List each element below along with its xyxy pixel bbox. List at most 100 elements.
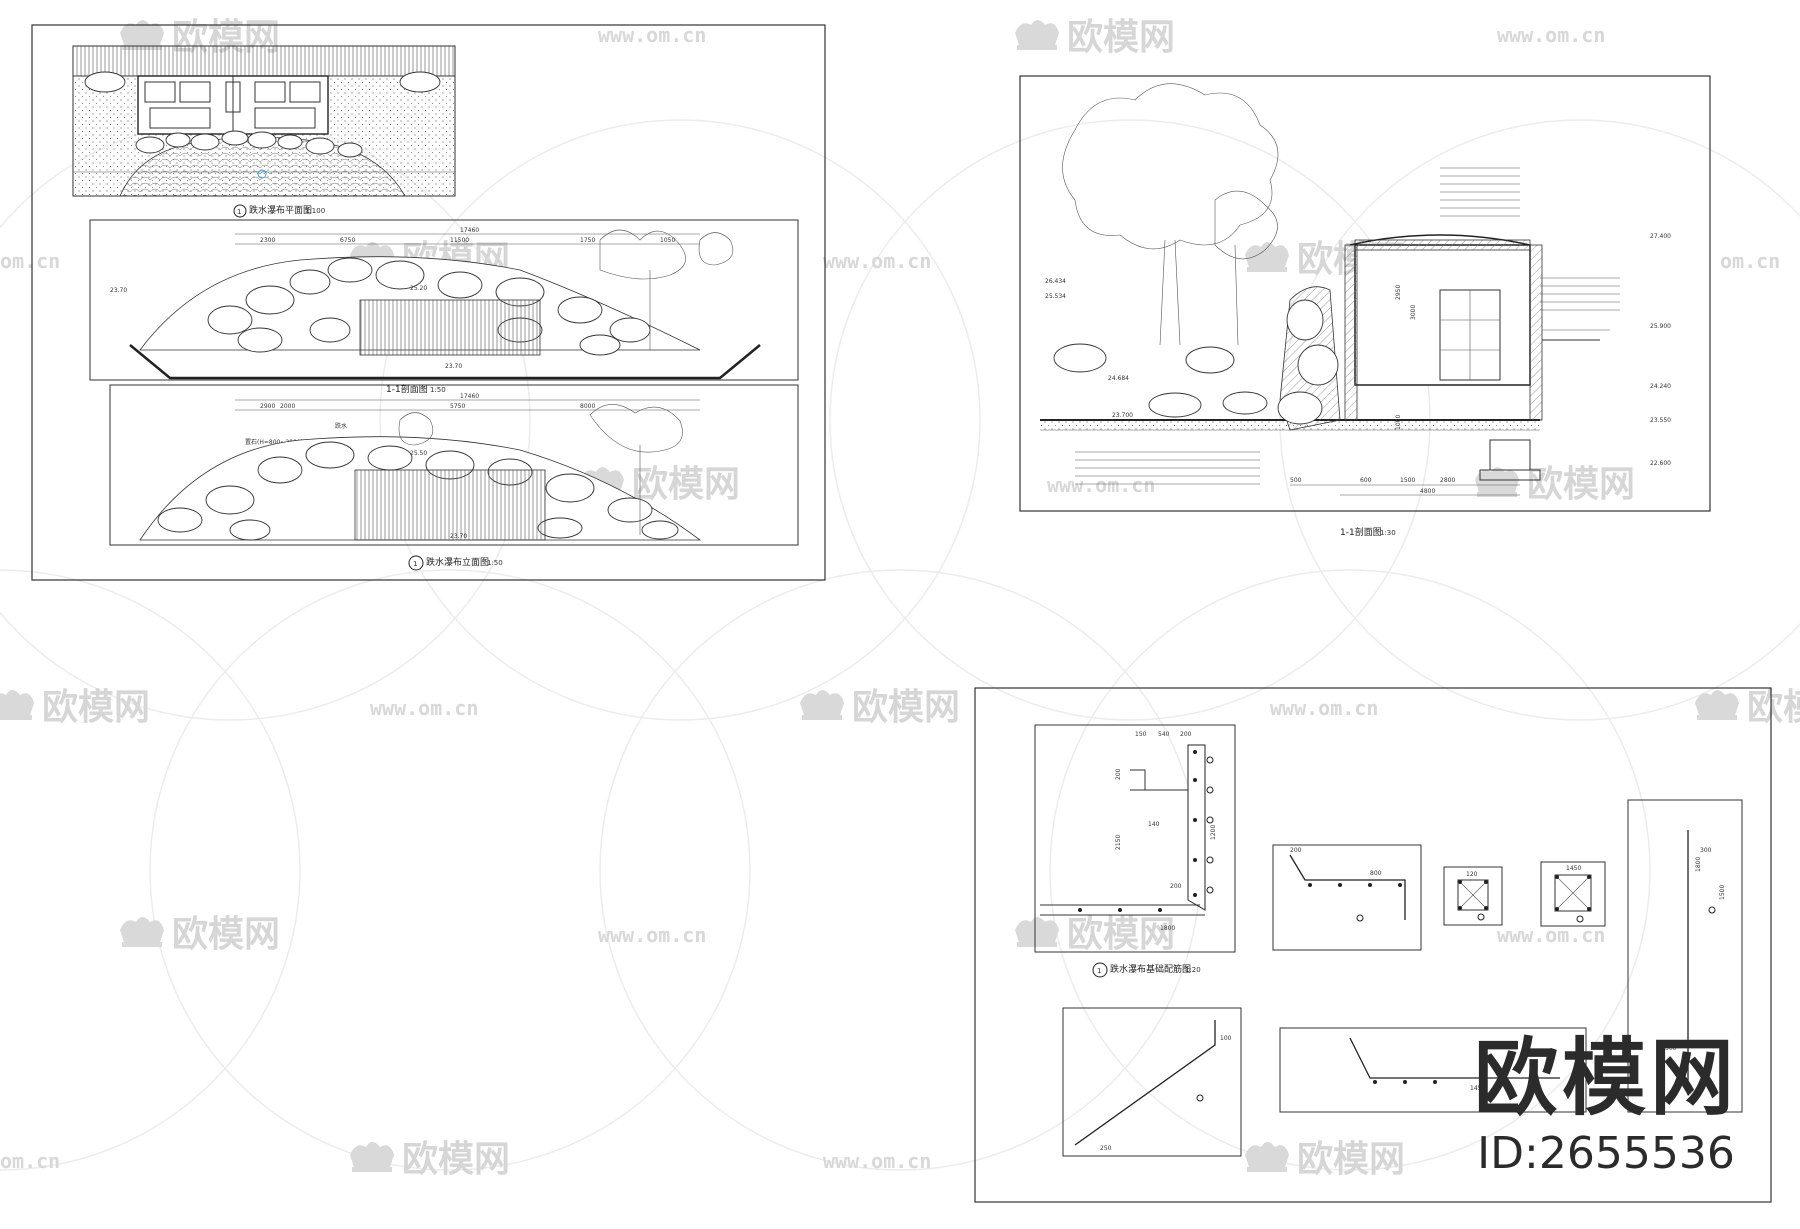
plan-view: 1 跌水瀑布平面图 1:100 <box>72 45 456 218</box>
watermark-brand-11: 欧模网 <box>1015 914 1175 955</box>
svg-text:2300: 2300 <box>260 237 275 244</box>
svg-text:1500: 1500 <box>1719 885 1726 900</box>
svg-text:2000: 2000 <box>280 403 295 410</box>
watermark-brand-10: 欧模网 <box>120 914 280 955</box>
svg-text:25.20: 25.20 <box>410 285 427 292</box>
svg-text:6750: 6750 <box>340 237 355 244</box>
svg-text:200: 200 <box>1180 731 1192 738</box>
sheet-2-border <box>1019 75 1711 512</box>
column-section-2: 1450 <box>1540 861 1606 927</box>
svg-text:100: 100 <box>1220 1035 1232 1042</box>
watermark-brand-6: 欧模网 <box>1475 464 1635 505</box>
watermark-url: www.om.cn <box>1497 23 1605 47</box>
brand-watermark-overlay: 欧模网 ID:2655536 <box>1474 1036 1738 1176</box>
svg-text:1450: 1450 <box>1470 1085 1485 1092</box>
svg-text:250: 250 <box>1100 1145 1112 1152</box>
watermark-url: www.om.cn <box>1047 473 1155 497</box>
watermark-url: www.om.cn <box>370 696 478 720</box>
svg-text:540: 540 <box>1158 731 1170 738</box>
elevation-scale: 1:50 <box>487 559 503 567</box>
brand-overlay-id: ID:2655536 <box>1477 1128 1735 1179</box>
section-2-scale: 1:30 <box>1380 529 1396 537</box>
watermark-brand-text: 欧模网 <box>1297 1139 1405 1180</box>
watermark-url: www.om.cn <box>598 923 706 947</box>
svg-text:1450: 1450 <box>1566 865 1581 872</box>
svg-text:23.70: 23.70 <box>110 287 127 294</box>
svg-text:跌水: 跌水 <box>335 422 347 430</box>
rebar-detail-main: 150 540 200 200 2150 1200 140 200 1800 1… <box>1034 724 1236 978</box>
svg-text:23.70: 23.70 <box>450 533 467 540</box>
svg-text:1800: 1800 <box>1160 925 1175 932</box>
column-section-1: 120 <box>1443 866 1503 926</box>
svg-text:2900: 2900 <box>260 403 275 410</box>
sheet-2: 500 600 1500 2800 4800 2950 3000 1000 27… <box>1019 75 1711 538</box>
section-1-1-title: 1-1剖面图 <box>386 383 428 395</box>
svg-text:25.900: 25.900 <box>1650 323 1671 330</box>
svg-text:25.50: 25.50 <box>410 450 427 457</box>
watermark-brand-text: 欧模网 <box>1067 914 1175 955</box>
watermark-brand-text: 欧模网 <box>1067 17 1175 58</box>
rebar-bent: 100 250 <box>1062 1007 1242 1157</box>
watermark-brand-12: 欧模网 <box>350 1139 510 1180</box>
svg-text:200: 200 <box>1170 883 1182 890</box>
svg-text:2800: 2800 <box>1440 477 1455 484</box>
watermark-brand-7: 欧模网 <box>0 687 150 728</box>
svg-text:200: 200 <box>1115 768 1122 780</box>
svg-text:1500: 1500 <box>1400 477 1415 484</box>
svg-text:5750: 5750 <box>450 403 465 410</box>
svg-text:1: 1 <box>237 208 241 216</box>
elevation-title: 跌水瀑布立面图 <box>426 556 489 568</box>
svg-text:2150: 2150 <box>1115 835 1122 850</box>
svg-text:23.550: 23.550 <box>1650 417 1671 424</box>
rebar-bar-3: 800 200 <box>1272 844 1422 951</box>
elevation-view: 17460 2900 2000 5750 8000 置石(H=800~2000)… <box>109 384 799 571</box>
svg-text:120: 120 <box>1466 871 1478 878</box>
watermark-brand-text: 欧模网 <box>42 687 150 728</box>
watermark-brand-13: 欧模网 <box>1245 1139 1405 1180</box>
watermark-brand-9: 欧模网 <box>1695 687 1800 728</box>
watermark-brand-2: 欧模网 <box>1015 17 1175 58</box>
svg-text:24.684: 24.684 <box>1108 375 1129 382</box>
watermark-url: om.cn <box>0 249 60 273</box>
section-1-1: 17460 2300 6750 11500 1750 1050 置石(H=800… <box>89 219 799 395</box>
svg-text:300: 300 <box>1700 847 1712 854</box>
plan-view-scale: 1:100 <box>305 207 325 215</box>
svg-text:25.534: 25.534 <box>1045 293 1066 300</box>
svg-text:2950: 2950 <box>1395 285 1402 300</box>
svg-text:1: 1 <box>413 560 417 568</box>
svg-text:26.434: 26.434 <box>1045 278 1066 285</box>
section-2-title: 1-1剖面图 <box>1340 526 1382 538</box>
brand-overlay-name: 欧模网 <box>1473 1029 1738 1127</box>
svg-text:150: 150 <box>1135 731 1147 738</box>
svg-text:11500: 11500 <box>450 237 469 244</box>
sheet-1: 1 跌水瀑布平面图 1:100 17460 2300 6750 11500 17… <box>31 24 826 581</box>
svg-text:17460: 17460 <box>460 393 479 400</box>
svg-text:1750: 1750 <box>580 237 595 244</box>
watermark-brand-text: 欧模网 <box>1527 464 1635 505</box>
svg-text:17460: 17460 <box>460 227 479 234</box>
watermark-url: www.om.cn <box>598 23 706 47</box>
svg-text:22.600: 22.600 <box>1650 460 1671 467</box>
svg-text:4800: 4800 <box>1420 488 1435 495</box>
watermark-brand-text: 欧模网 <box>172 914 280 955</box>
watermark-url: www.om.cn <box>1270 696 1378 720</box>
watermark-layer: 欧模网 欧模网 欧模网 欧模网 欧模网 欧模网 欧模网 欧模网 <box>0 17 1800 1180</box>
svg-text:1800: 1800 <box>1695 857 1702 872</box>
svg-text:1000: 1000 <box>1395 415 1402 430</box>
svg-text:200: 200 <box>1290 847 1302 854</box>
plan-view-title: 跌水瀑布平面图 <box>249 204 312 216</box>
sheet-1-border <box>31 24 826 581</box>
watermark-url: www.om.cn <box>1497 923 1605 947</box>
rebar-long: 1450 <box>1279 1027 1587 1113</box>
watermark-brand-5: 欧模网 <box>580 464 740 505</box>
svg-text:8000: 8000 <box>580 403 595 410</box>
svg-text:1: 1 <box>1097 967 1101 975</box>
svg-text:1050: 1050 <box>660 237 675 244</box>
watermark-brand-text: 欧模网 <box>402 1139 510 1180</box>
watermark-url: www.om.cn <box>823 1149 931 1173</box>
rebar-vertical: 300 1800 1500 300 <box>1627 799 1743 1113</box>
svg-text:500: 500 <box>1290 477 1302 484</box>
svg-text:24.240: 24.240 <box>1650 383 1671 390</box>
svg-text:300: 300 <box>1665 1045 1677 1052</box>
